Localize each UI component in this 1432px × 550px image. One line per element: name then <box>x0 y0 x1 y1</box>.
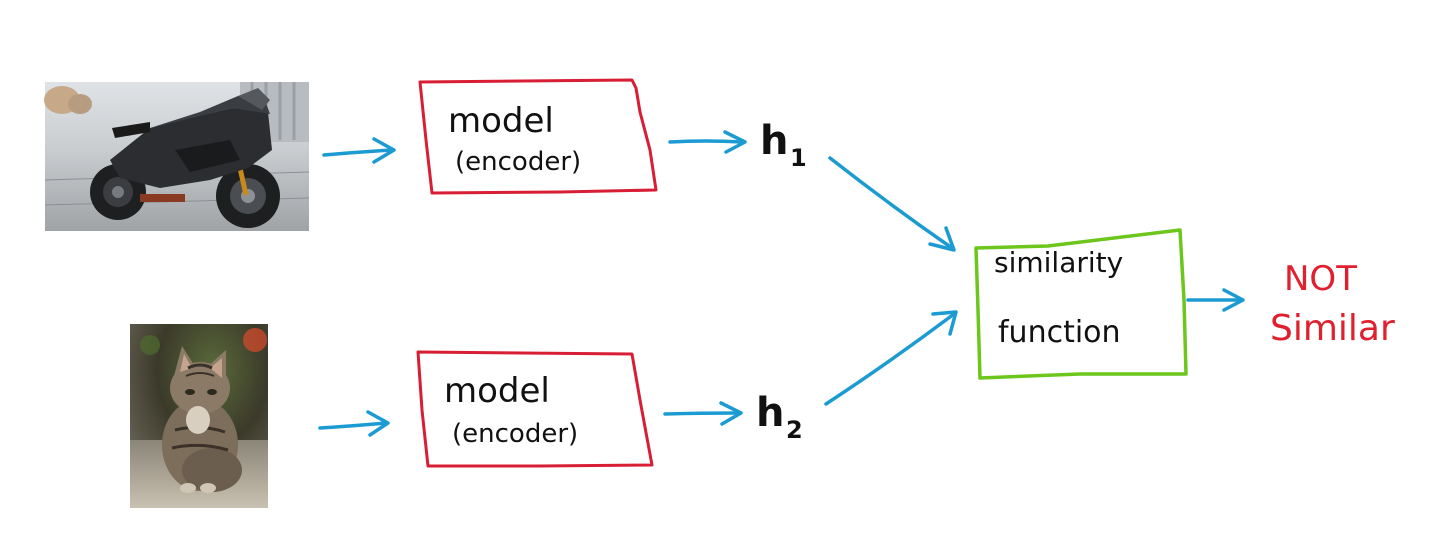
arrow-similarity-to-result <box>1186 288 1245 312</box>
kitten-image <box>130 324 268 508</box>
function-label: function <box>998 315 1121 350</box>
arrow-h2-to-similarity <box>824 310 958 406</box>
bottom-model-box: model (encoder) <box>416 350 654 468</box>
arrows <box>318 130 1245 437</box>
arrow-bottom-image-to-model <box>318 410 390 437</box>
top-model-label: model <box>448 101 554 141</box>
arrow-h1-to-similarity <box>828 156 956 252</box>
svg-text:h: h <box>760 118 788 164</box>
result-line-2: Similar <box>1270 308 1395 349</box>
motorcycle-image <box>44 82 310 231</box>
top-model-sublabel: (encoder) <box>455 147 581 177</box>
h2-label: h 2 <box>756 390 803 444</box>
similarity-label: similarity <box>994 246 1123 279</box>
svg-text:h: h <box>756 390 784 436</box>
h1-label: h 1 <box>760 118 807 172</box>
arrow-bottom-model-to-h2 <box>663 401 743 426</box>
result-line-1: NOT <box>1284 259 1357 299</box>
result-text: NOT Similar <box>1270 259 1395 349</box>
svg-text:1: 1 <box>790 144 807 172</box>
svg-text:2: 2 <box>786 416 803 444</box>
similarity-function-box: similarity function <box>974 228 1188 380</box>
bottom-model-sublabel: (encoder) <box>452 419 578 449</box>
top-model-box: model (encoder) <box>418 78 658 195</box>
bottom-model-label: model <box>444 371 550 411</box>
arrow-top-model-to-h1 <box>668 130 747 154</box>
arrow-top-image-to-model <box>322 137 396 164</box>
